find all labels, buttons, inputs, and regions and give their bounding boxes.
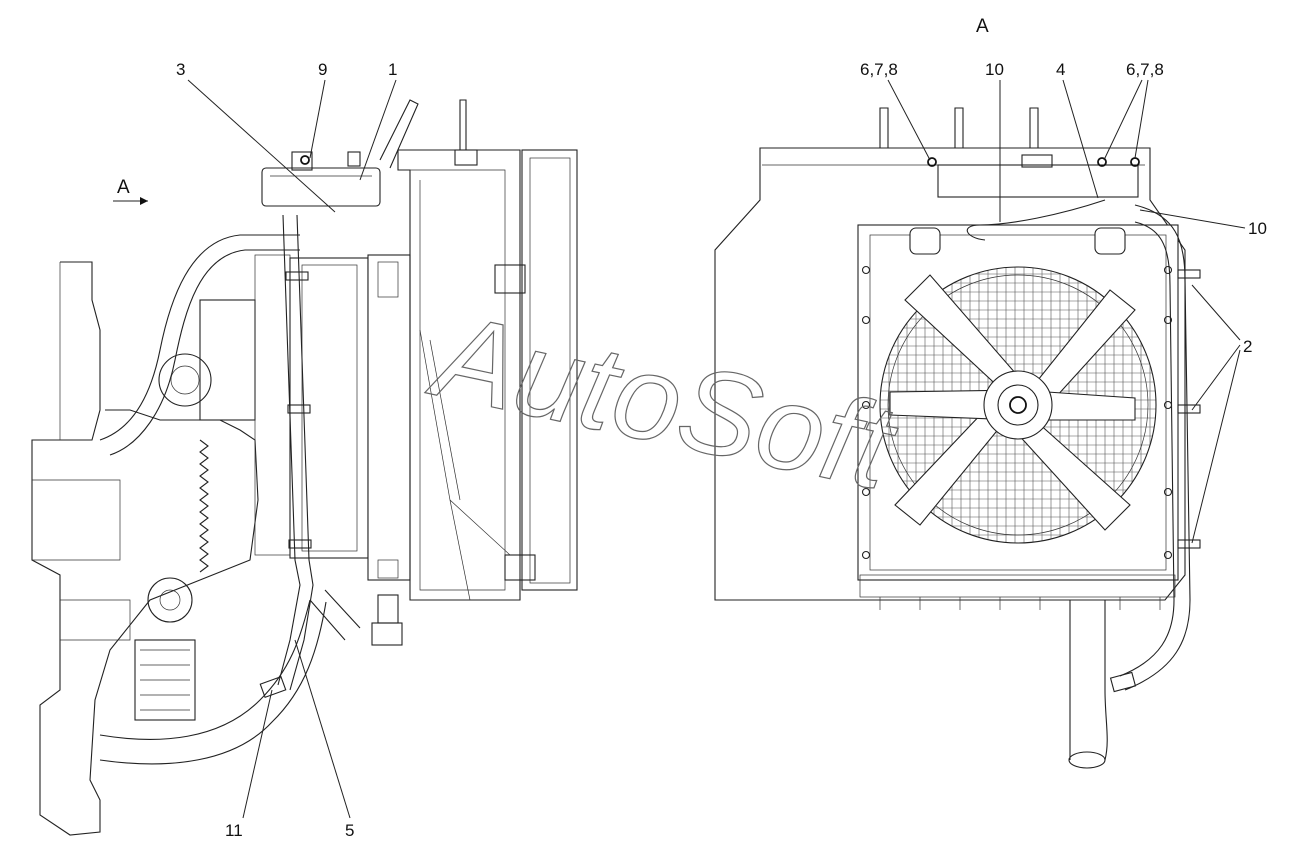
left-side-view [31,99,578,836]
tensioner-spring [199,439,209,573]
callout-10-right: 10 [1248,219,1267,238]
fan-pulley [158,353,212,407]
outlet-pipe [1069,600,1108,761]
fan-shroud [879,266,1157,544]
fan-hub [983,370,1053,440]
side-hose [1124,204,1191,691]
fan-hub-housing [199,299,256,421]
radiator-side-tank [367,254,411,581]
callout-3: 3 [176,60,185,79]
callout-10-top: 10 [985,60,1004,79]
callout-4: 4 [1056,60,1065,79]
crank-pulley [147,577,193,623]
right-front-view [714,107,1201,769]
generator [134,639,196,721]
left-callouts: 3 9 1 11 5 [176,60,397,840]
callout-11: 11 [225,821,243,840]
watermark: AutoSoft [419,287,908,516]
view-arrow-label: A [117,177,130,198]
upper-hose [99,234,300,441]
callout-9: 9 [318,60,327,79]
lower-hose [99,599,311,740]
callout-678-right: 6,7,8 [1126,60,1164,79]
oil-cooler-panel [521,149,578,591]
rear-frame [397,149,521,601]
view-title: A [976,16,989,37]
callout-5: 5 [345,821,354,840]
right-callouts: 6,7,8 10 4 6,7,8 10 2 [860,60,1267,544]
view-arrow: A [113,177,148,205]
callout-678-left: 6,7,8 [860,60,898,79]
expansion-tank-front [937,164,1139,198]
callout-2: 2 [1243,337,1252,356]
expansion-tank [261,167,381,207]
callout-1: 1 [388,60,397,79]
tank-hose [277,214,301,686]
vent-tube [966,199,1106,241]
filler-cap [291,151,313,171]
engine-block-outline [31,261,259,836]
